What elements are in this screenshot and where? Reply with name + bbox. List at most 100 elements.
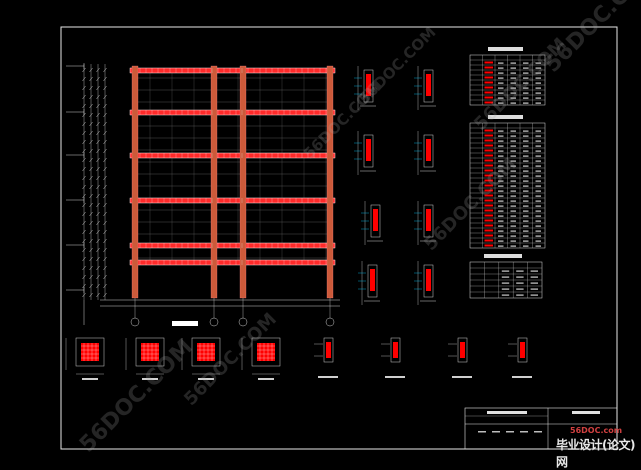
section-label-mark [142, 378, 158, 380]
section-outline [423, 204, 434, 238]
dimension-tick [96, 130, 100, 136]
table-text-mark [510, 190, 516, 192]
table-text-mark [530, 294, 538, 296]
table-text-mark [535, 170, 541, 172]
dimension-tick [96, 184, 100, 190]
table-text-mark [535, 72, 541, 74]
table-text-mark [535, 140, 541, 142]
dimension-tick [103, 157, 107, 163]
table-hatch-cell [484, 184, 493, 187]
footing-outline [251, 337, 281, 367]
dimension-tick [82, 139, 86, 145]
dimension-tick [103, 292, 107, 298]
table-hatch-cell [484, 214, 493, 217]
axis-bubble [209, 317, 219, 327]
beam-section-outline [390, 337, 401, 363]
dimension-tick [96, 238, 100, 244]
title-text-mark [492, 431, 500, 433]
footing-hatch [197, 343, 215, 361]
table-text-mark [510, 82, 516, 84]
table-hatch-cell [484, 91, 493, 94]
table-text-mark [510, 87, 516, 89]
table-text-mark [498, 67, 504, 69]
title-text-mark [534, 431, 542, 433]
beam-section-hatch [326, 342, 331, 358]
footing-outline [75, 337, 105, 367]
table-hatch-cell [484, 179, 493, 182]
table-text-mark [498, 175, 504, 177]
dimension-tick [103, 256, 107, 262]
table-text-mark [498, 135, 504, 137]
beam [129, 242, 336, 249]
dimension-tick [82, 166, 86, 172]
table-text-mark [510, 67, 516, 69]
table-text-mark [510, 215, 516, 217]
table-text-mark [530, 276, 538, 278]
table-text-mark [498, 165, 504, 167]
bottom-section-details [65, 337, 532, 380]
table-text-mark [535, 150, 541, 152]
table-text-mark [510, 165, 516, 167]
table-text-mark [535, 240, 541, 242]
table-hatch-cell [484, 159, 493, 162]
table-text-mark [498, 215, 504, 217]
dimension-tick [96, 166, 100, 172]
dimension-tick [96, 76, 100, 82]
table-text-mark [523, 170, 529, 172]
dimension-tick [89, 67, 93, 73]
dimension-tick [96, 256, 100, 262]
table-text-mark [510, 175, 516, 177]
dimension-tick [89, 283, 93, 289]
table-hatch-cell [484, 144, 493, 147]
sheet-border [60, 26, 618, 450]
dimension-tick [96, 202, 100, 208]
reinforcement-schedule-tables [469, 47, 546, 299]
dimension-tick [89, 166, 93, 172]
column [326, 65, 334, 299]
table-hatch-cell [484, 204, 493, 207]
table-text-mark [501, 294, 510, 296]
dimension-tick [103, 85, 107, 91]
section-hatch [426, 209, 431, 231]
table-text-mark [535, 82, 541, 84]
dimension-tick [96, 175, 100, 181]
dimension-tick [103, 76, 107, 82]
table-text-mark [498, 185, 504, 187]
dimension-tick [103, 130, 107, 136]
dimension-tick [103, 166, 107, 172]
dimension-tick [82, 148, 86, 154]
table-text-mark [523, 185, 529, 187]
dimension-tick [89, 157, 93, 163]
dimension-tick [82, 67, 86, 73]
table-text-mark [535, 220, 541, 222]
dimension-tick [103, 247, 107, 253]
dimension-tick [82, 283, 86, 289]
table-text-mark [523, 102, 529, 104]
dimension-tick [103, 193, 107, 199]
dimension-tick [96, 121, 100, 127]
beam-section-outline [457, 337, 468, 363]
footing-hatch [81, 343, 99, 361]
table-text-mark [523, 210, 529, 212]
table-text-mark [498, 62, 504, 64]
table-text-mark [498, 145, 504, 147]
dimension-tick [96, 139, 100, 145]
table-text-mark [535, 92, 541, 94]
beam [129, 197, 336, 204]
dimension-tick [103, 139, 107, 145]
table-text-mark [535, 205, 541, 207]
title-text-mark [478, 431, 486, 433]
dimension-tick [103, 103, 107, 109]
table-text-mark [510, 160, 516, 162]
dimension-tick [89, 148, 93, 154]
table-text-mark [535, 160, 541, 162]
dimension-tick [82, 112, 86, 118]
section-outline [363, 69, 374, 103]
table-text-mark [523, 92, 529, 94]
dimension-tick [89, 238, 93, 244]
table-text-mark [523, 97, 529, 99]
site-logo[interactable]: 56DOC.com 毕业设计(论文)网 [556, 426, 641, 469]
column-section-details [354, 66, 436, 305]
table-text-mark [510, 210, 516, 212]
table-text-mark [523, 155, 529, 157]
